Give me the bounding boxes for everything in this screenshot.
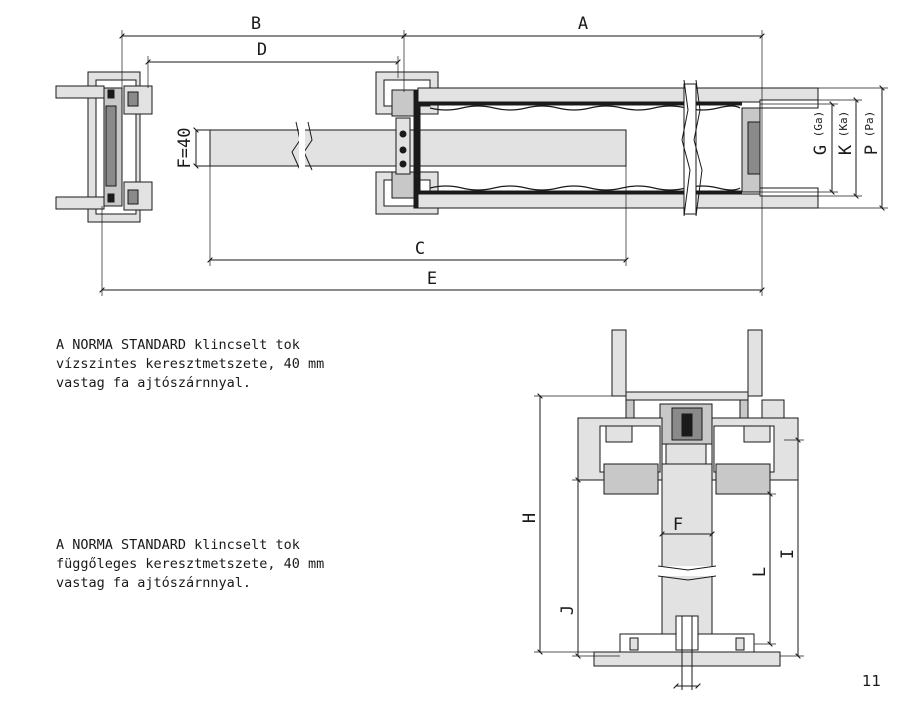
dim-label-ka: (Ka) [837, 111, 850, 138]
dim-label-c: C [415, 239, 425, 259]
head-frame-profile [611, 329, 785, 465]
dim-label-k: K [836, 144, 856, 155]
vertical-section [534, 329, 804, 690]
dim-label-pa: (Pa) [863, 111, 876, 138]
vertical-section-caption: A NORMA STANDARD klincselt tok függőlege… [56, 537, 325, 591]
horizontal-dimension-lines [99, 30, 888, 296]
dim-label-i: I [778, 549, 798, 559]
dim-label-g: G [811, 145, 831, 155]
cassette-box [417, 79, 819, 217]
door-leaf [195, 121, 627, 172]
dim-label-a: A [578, 14, 588, 34]
dim-label-b: B [251, 14, 261, 34]
dim-label-f40: F=40 [175, 128, 195, 169]
dim-label-ga: (Ga) [812, 111, 825, 138]
dim-label-e: E [427, 269, 437, 289]
vertical-dimension-lines [534, 393, 804, 689]
dim-label-d: D [257, 40, 267, 60]
dim-label-j: J [558, 605, 578, 615]
left-frame-profile [55, 71, 153, 223]
horizontal-section-caption: A NORMA STANDARD klincselt tok vízszinte… [56, 337, 325, 391]
page-number: 11 [862, 672, 882, 690]
dim-label-f: F [673, 515, 683, 535]
dim-label-h: H [520, 513, 540, 523]
floor-guide [593, 615, 781, 690]
dim-label-p: P [862, 145, 882, 155]
horizontal-section [55, 30, 888, 296]
dim-label-l: L [750, 567, 770, 577]
